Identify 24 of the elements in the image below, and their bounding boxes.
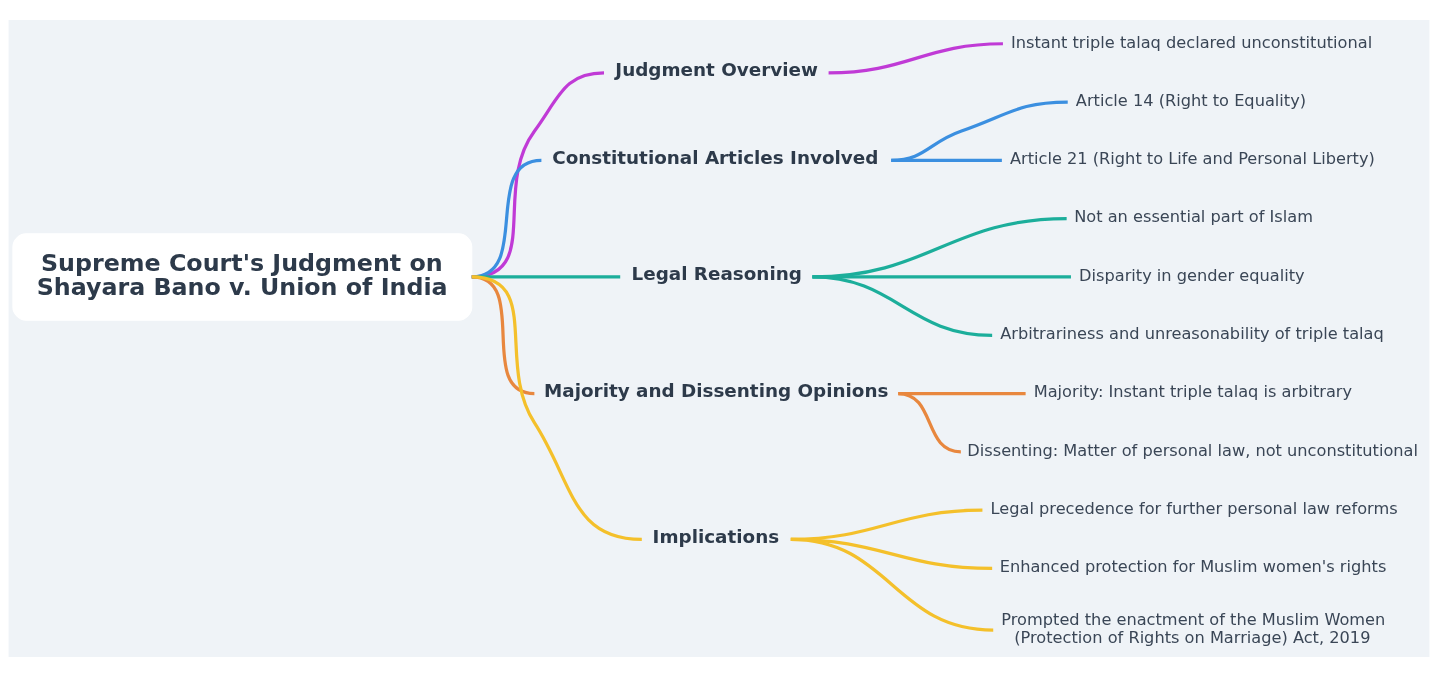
connector [812, 275, 993, 337]
node-text: Article 14 (Right to Equality) [1075, 90, 1307, 110]
connector [471, 275, 642, 541]
connector [891, 100, 1068, 162]
node-text: Article 21 (Right to Life and Personal Liberty) [1009, 149, 1375, 169]
node-text: Legal Reasoning [631, 263, 802, 285]
node-text: Legal precedence for further personal law reforms [990, 498, 1398, 518]
node-text: Majority and Dissenting Opinions [544, 379, 889, 401]
connector [898, 391, 962, 454]
node-text: Prompted the enactment of the Muslim Women (Protection of Rights on Marriage) Act, 2019 [1001, 609, 1386, 647]
node-text: Implications [652, 525, 780, 547]
node-text: Judgment Overview [615, 59, 818, 81]
connector [790, 537, 994, 632]
node-text: Instant triple talaq declared unconstitutional [1011, 32, 1373, 52]
node-text: Not an essential part of Islam [1074, 207, 1313, 227]
node-text: Enhanced protection for Muslim women's rights [999, 557, 1387, 577]
node-text: Majority: Instant triple talaq is arbitrary [1033, 382, 1353, 402]
connector [891, 158, 1002, 162]
node-text: Disparity in gender equality [1079, 265, 1305, 285]
node-text: Dissenting: Matter of personal law, not unconstitutional [967, 440, 1418, 460]
node-box: Supreme Court's Judgment on Shayara Bano v. Union of India [12, 233, 473, 321]
connector [828, 42, 1003, 75]
node-text: Constitutional Articles Involved [552, 146, 879, 168]
node-text: Arbitrariness and unreasonability of triple talaq [1000, 324, 1384, 344]
